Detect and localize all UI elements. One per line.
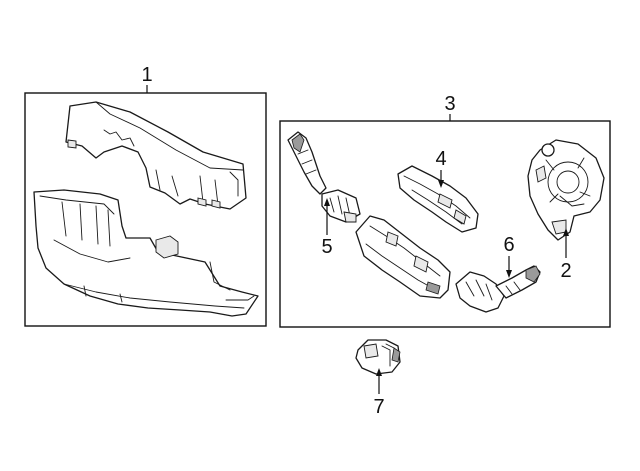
- callout-4[interactable]: 4: [435, 148, 446, 170]
- combination-switch-frame: [279, 120, 611, 328]
- upper-shroud-drawing[interactable]: [65, 101, 247, 210]
- switch-body-drawing[interactable]: [355, 215, 451, 299]
- callout-6[interactable]: 6: [503, 234, 514, 256]
- combination-switch-group: 3 5 4: [279, 93, 611, 328]
- lower-shroud-drawing[interactable]: [33, 189, 259, 317]
- wiper-lever-drawing[interactable]: [455, 265, 541, 313]
- callout-5[interactable]: 5: [321, 236, 332, 258]
- connector-drawing[interactable]: [355, 339, 401, 375]
- callout-2-arrow: [563, 228, 569, 236]
- callout-6-arrow: [506, 270, 512, 278]
- callout-3[interactable]: 3: [444, 93, 455, 115]
- shroud-frame: [24, 92, 267, 327]
- callout-4-arrow: [438, 180, 444, 188]
- callout-1[interactable]: 1: [141, 64, 152, 86]
- switch-bracket-drawing[interactable]: [397, 165, 479, 233]
- callout-2[interactable]: 2: [560, 260, 571, 282]
- shroud-group: 1: [24, 64, 267, 327]
- clockspring-drawing[interactable]: [527, 139, 605, 241]
- connector-group: 7: [355, 339, 401, 418]
- callout-5-arrow: [324, 198, 330, 206]
- turn-signal-lever-drawing[interactable]: [287, 131, 361, 223]
- callout-7-arrow: [376, 368, 382, 376]
- callout-7[interactable]: 7: [373, 396, 384, 418]
